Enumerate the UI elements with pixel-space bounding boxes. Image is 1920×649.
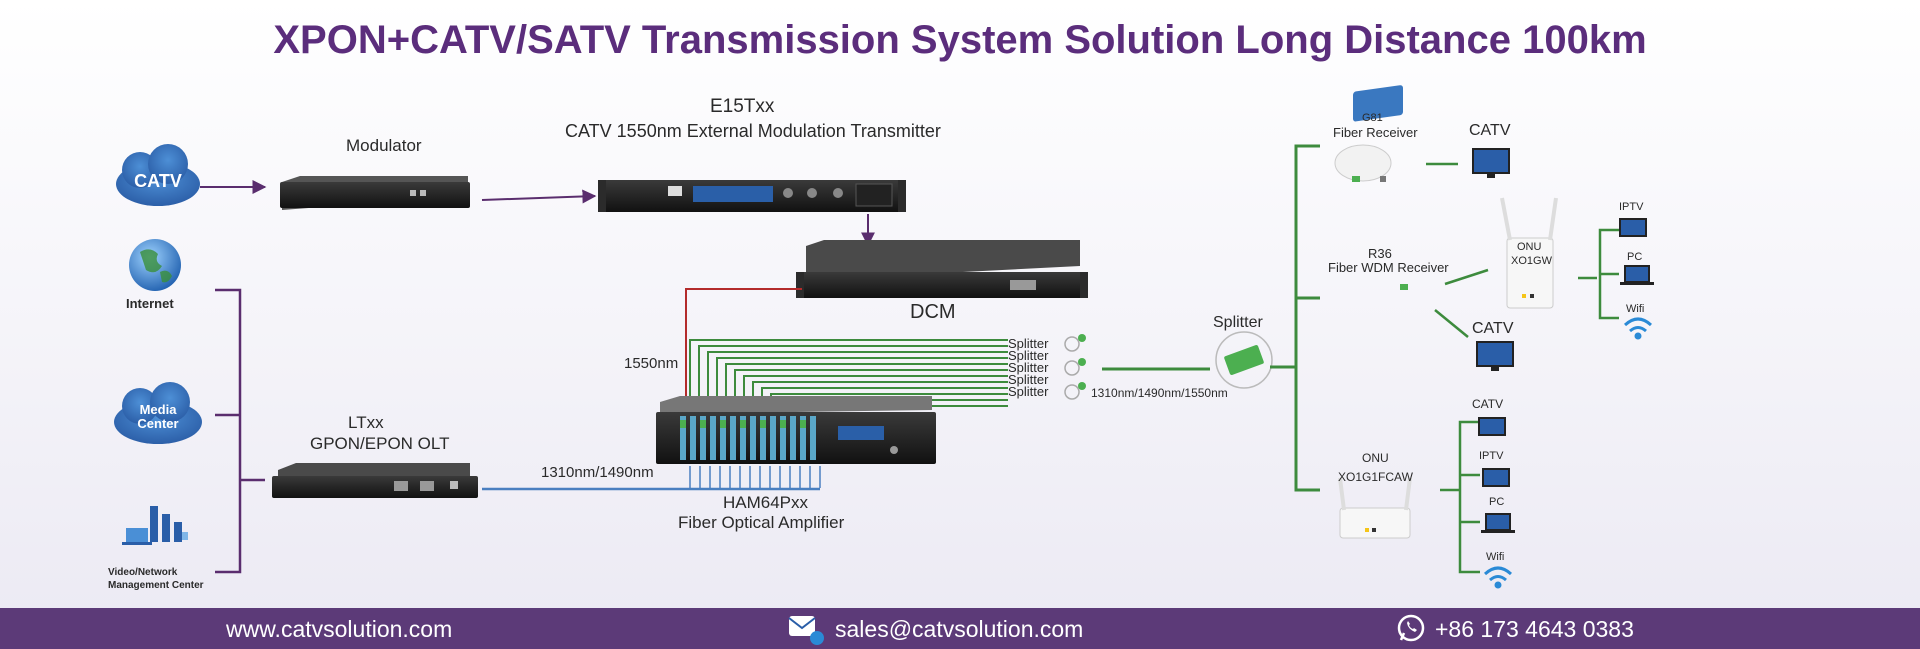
amplifier-device xyxy=(656,396,936,464)
management-center-label: Video/Network Management Center xyxy=(108,566,204,592)
media-center-cloud-icon xyxy=(114,382,202,444)
wavelength-all-label: 1310nm/1490nm/1550nm xyxy=(1091,386,1228,400)
email-icon xyxy=(788,616,824,645)
onu2-line1-label: ONU xyxy=(1362,451,1389,465)
wavelength-1310-1490-label: 1310nm/1490nm xyxy=(541,464,654,481)
olt-device xyxy=(272,463,478,498)
splitter-label: Splitter xyxy=(1008,384,1049,399)
amplifier-model-label: HAM64Pxx xyxy=(723,493,809,512)
media-center-label-line1: Media xyxy=(139,402,177,417)
transmitter-name-label: CATV 1550nm External Modulation Transmit… xyxy=(565,121,941,141)
amplifier-name-label: Fiber Optical Amplifier xyxy=(678,513,845,532)
wifi-icon xyxy=(1483,566,1513,589)
splitter-label: Splitter xyxy=(1008,372,1049,387)
olt-model-label: LTxx xyxy=(348,413,384,432)
internet-label: Internet xyxy=(126,296,174,311)
left-bracket-line xyxy=(215,288,265,574)
modulator-label: Modulator xyxy=(346,136,422,155)
tv-icon xyxy=(1478,417,1506,436)
iptv-right-label: IPTV xyxy=(1619,201,1644,213)
transmitter-model-label: E15Txx xyxy=(710,96,775,117)
olt-name-label: GPON/EPON OLT xyxy=(310,434,450,453)
pc-bottom-label: PC xyxy=(1489,496,1505,508)
website-link[interactable]: www.catvsolution.com xyxy=(226,616,453,642)
onu-xo1gw-device xyxy=(1500,197,1558,309)
main-splitter-device xyxy=(1215,331,1273,389)
r36-to-onu-line xyxy=(1444,268,1489,286)
media-center-label: Media Center xyxy=(118,403,198,431)
whatsapp-icon xyxy=(1397,614,1425,642)
catv-bottom-label: CATV xyxy=(1472,397,1504,411)
g81-model-label: G81 xyxy=(1362,112,1383,124)
laptop-icon xyxy=(1481,513,1515,533)
media-center-label-line2: Center xyxy=(137,416,179,431)
page-title: XPON+CATV/SATV Transmission System Solut… xyxy=(273,18,1647,62)
laptop-icon xyxy=(1620,265,1654,285)
splitter-label: Splitter xyxy=(1008,336,1049,351)
phone-number[interactable]: +86 173 4643 0383 xyxy=(1435,616,1634,642)
onu1-line2-label: XO1GW xyxy=(1511,255,1552,267)
catv-top-label: CATV xyxy=(1469,122,1511,139)
wifi-bottom-label: Wifi xyxy=(1486,551,1505,563)
modulator-to-transmitter-arrow xyxy=(481,189,597,204)
onu2-line2-label: XO1G1FCAW xyxy=(1338,470,1413,484)
pc-right-label: PC xyxy=(1627,251,1643,263)
tv-icon xyxy=(1619,218,1647,237)
main-splitter-label: Splitter xyxy=(1213,314,1263,331)
dcm-label: DCM xyxy=(910,301,956,323)
management-center-label-line2: Management Center xyxy=(108,580,204,591)
onu-xo1gw-bracket-line xyxy=(1578,228,1619,320)
dcm-device xyxy=(796,240,1088,298)
catv-cloud-label: CATV xyxy=(134,171,182,191)
r36-receiver-device xyxy=(1353,85,1408,290)
modulator-device xyxy=(280,176,470,210)
email-link[interactable]: sales@catvsolution.com xyxy=(835,616,1084,642)
footer-bar: www.catvsolution.com sales@catvsolution.… xyxy=(0,608,1920,649)
management-center-label-line1: Video/Network xyxy=(108,567,178,578)
tv-icon xyxy=(1472,148,1510,178)
r36-model-label: R36 xyxy=(1368,246,1392,261)
management-center-icon xyxy=(122,506,188,545)
onu-xo1g1fcaw-bracket-line xyxy=(1440,420,1480,574)
amplifier-input-arrows xyxy=(689,466,821,488)
g81-name-label: Fiber Receiver xyxy=(1333,125,1418,140)
onu-xo1g1fcaw-device xyxy=(1338,477,1412,539)
wavelength-1550-label: 1550nm xyxy=(624,355,679,372)
splitter-coils xyxy=(1064,334,1086,400)
wifi-icon xyxy=(1623,317,1653,340)
catv-cloud-icon xyxy=(116,144,200,206)
iptv-bottom-label: IPTV xyxy=(1479,450,1504,462)
g81-receiver-device xyxy=(1334,144,1392,182)
transmitter-device xyxy=(598,180,906,212)
right-bus-line xyxy=(1294,144,1320,492)
wifi-right-label: Wifi xyxy=(1626,303,1645,315)
catv-mid-label: CATV xyxy=(1472,320,1514,337)
tv-icon xyxy=(1476,341,1514,371)
dcm-to-amplifier-line xyxy=(680,288,802,422)
splitter-label: Splitter xyxy=(1008,348,1049,363)
r36-to-catv-line xyxy=(1434,309,1469,338)
tv-icon xyxy=(1482,468,1510,487)
onu1-line1-label: ONU xyxy=(1517,241,1542,253)
globe-icon xyxy=(129,239,181,291)
r36-name-label: Fiber WDM Receiver xyxy=(1328,260,1449,275)
splitter-label: Splitter xyxy=(1008,360,1049,375)
